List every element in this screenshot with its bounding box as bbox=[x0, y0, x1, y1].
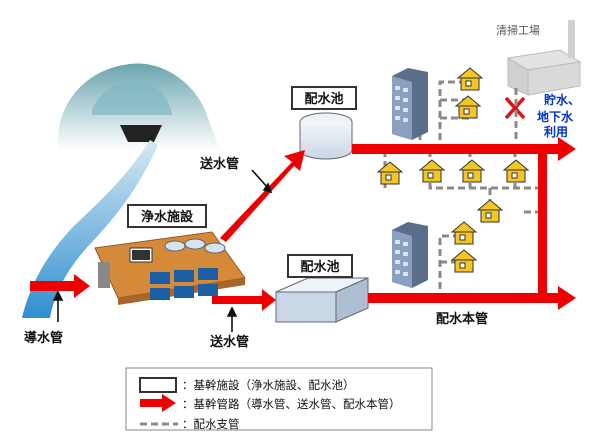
use-label: 利用 bbox=[544, 124, 568, 139]
label-pointers bbox=[52, 169, 273, 332]
conveyance-pipe-bottom-label: 送水管 bbox=[209, 334, 249, 350]
treatment-plant-illustration bbox=[94, 231, 246, 305]
river bbox=[22, 140, 158, 318]
conveyance-pipe-top-label: 送水管 bbox=[199, 156, 239, 172]
reservoir-top-illustration bbox=[299, 112, 353, 160]
intake-pipe-label: 導水管 bbox=[24, 330, 63, 346]
cleaning-plant-label: 清掃工場 bbox=[496, 23, 540, 37]
treatment-plant-label: 浄水施設 bbox=[141, 209, 194, 225]
houses bbox=[376, 67, 530, 273]
legend: ：基幹施設（浄水施設、配水池） ：基幹管路（導水管、送水管、配水本管） ：配水支… bbox=[125, 367, 433, 431]
legend-item-facilities: ：基幹施設（浄水施設、配水池） bbox=[139, 377, 355, 393]
legend-item-branch-pipes: ：配水支管 bbox=[140, 417, 240, 431]
legend-text-facilities: ：基幹施設（浄水施設、配水池） bbox=[182, 378, 355, 392]
storage-label: 貯水、 bbox=[544, 92, 580, 107]
apartment-building-top bbox=[392, 68, 428, 140]
main-pipe-label: 配水本管 bbox=[436, 311, 488, 327]
blocked-x-mark bbox=[504, 96, 526, 120]
legend-text-branch-pipes: ：配水支管 bbox=[182, 417, 240, 431]
cleaning-plant-illustration bbox=[506, 20, 582, 96]
main-pipes bbox=[30, 137, 576, 311]
reservoir-bottom-label: 配水池 bbox=[300, 259, 339, 275]
apartment-building-bottom bbox=[392, 222, 428, 288]
legend-item-main-pipes: ：基幹管路（導水管、送水管、配水本管） bbox=[140, 394, 401, 412]
legend-text-main-pipes: ：基幹管路（導水管、送水管、配水本管） bbox=[182, 397, 401, 411]
water-source-mountain bbox=[58, 63, 220, 150]
groundwater-label: 地下水 bbox=[537, 109, 574, 124]
reservoir-top-label: 配水池 bbox=[304, 91, 343, 107]
reservoir-bottom-illustration bbox=[275, 277, 369, 323]
